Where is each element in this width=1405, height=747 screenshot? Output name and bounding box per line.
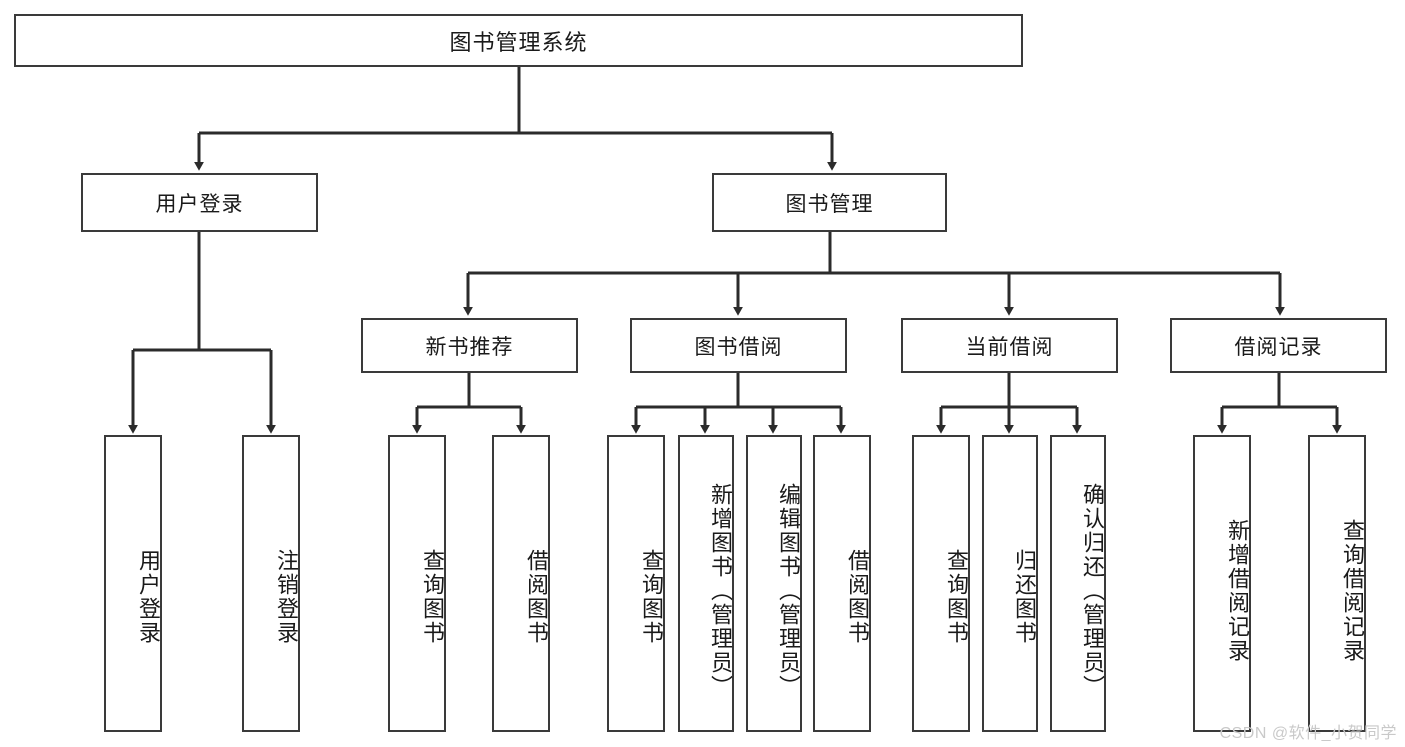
leaf-query-borrow-record[interactable]: 查询借阅记录 <box>1308 435 1366 732</box>
node-label: 确认归还（管理员） <box>1080 482 1105 699</box>
node-label: 新增图书（管理员） <box>708 482 733 699</box>
node-label: 编辑图书（管理员） <box>776 482 801 699</box>
node-label: 图书管理 <box>785 192 874 216</box>
node-label: 借阅记录 <box>1234 335 1323 359</box>
node-user-login[interactable]: 用户登录 <box>81 173 318 232</box>
node-label: 新书推荐 <box>425 335 514 359</box>
node-label: 借阅图书 <box>524 548 549 645</box>
node-book-borrow[interactable]: 图书借阅 <box>630 318 847 373</box>
node-label: 查询借阅记录 <box>1340 518 1365 663</box>
node-label: 图书管理系统 <box>449 29 588 55</box>
leaf-user-login[interactable]: 用户登录 <box>104 435 162 732</box>
leaf-query-book-borrow[interactable]: 查询图书 <box>607 435 665 732</box>
node-borrow-record[interactable]: 借阅记录 <box>1170 318 1387 373</box>
node-label: 查询图书 <box>639 548 664 645</box>
leaf-borrow-book[interactable]: 借阅图书 <box>813 435 871 732</box>
leaf-add-book-admin[interactable]: 新增图书（管理员） <box>678 435 734 732</box>
node-label: 新增借阅记录 <box>1225 518 1250 663</box>
leaf-add-borrow-record[interactable]: 新增借阅记录 <box>1193 435 1251 732</box>
node-label: 用户登录 <box>155 192 244 216</box>
leaf-confirm-return-admin[interactable]: 确认归还（管理员） <box>1050 435 1106 732</box>
node-new-book-recommend[interactable]: 新书推荐 <box>361 318 578 373</box>
node-label: 归还图书 <box>1012 548 1037 645</box>
leaf-return-book[interactable]: 归还图书 <box>982 435 1038 732</box>
node-current-borrow[interactable]: 当前借阅 <box>901 318 1118 373</box>
node-label: 注销登录 <box>274 548 299 645</box>
leaf-borrow-book-recommend[interactable]: 借阅图书 <box>492 435 550 732</box>
node-label: 借阅图书 <box>845 548 870 645</box>
leaf-query-book-current[interactable]: 查询图书 <box>912 435 970 732</box>
node-label: 查询图书 <box>420 548 445 645</box>
leaf-query-book-recommend[interactable]: 查询图书 <box>388 435 446 732</box>
node-label: 查询图书 <box>944 548 969 645</box>
node-label: 用户登录 <box>136 548 161 645</box>
leaf-edit-book-admin[interactable]: 编辑图书（管理员） <box>746 435 802 732</box>
node-label: 图书借阅 <box>694 335 783 359</box>
node-book-management[interactable]: 图书管理 <box>712 173 947 232</box>
leaf-user-logout[interactable]: 注销登录 <box>242 435 300 732</box>
csdn-watermark: CSDN @软件_小贺同学 <box>1219 725 1397 742</box>
node-label: 当前借阅 <box>965 335 1054 359</box>
node-root-system[interactable]: 图书管理系统 <box>14 14 1023 67</box>
